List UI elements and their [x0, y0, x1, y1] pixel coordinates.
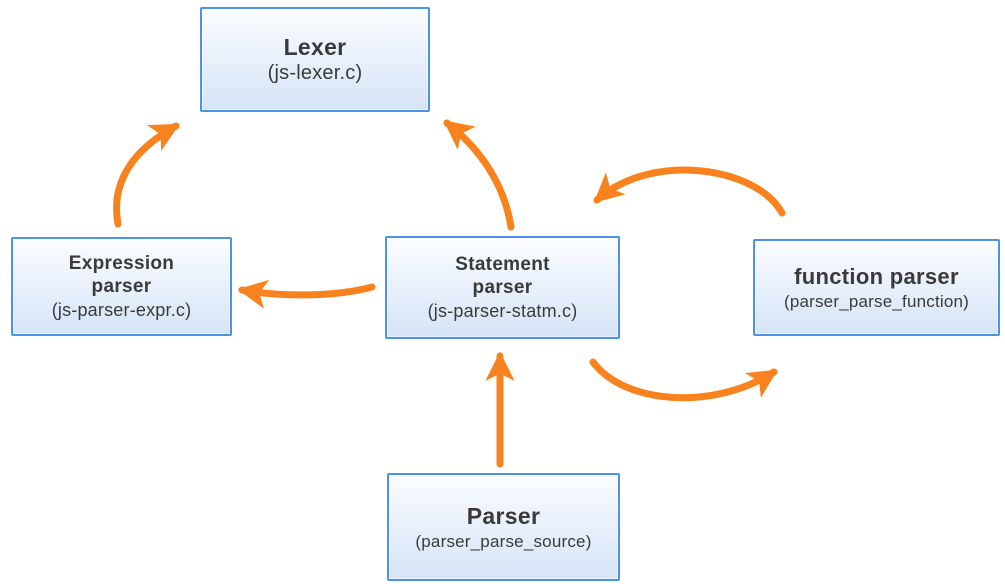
node-lexer: Lexer (js-lexer.c) [200, 7, 430, 112]
node-function-parser-title: function parser [794, 264, 959, 290]
node-expression-parser-title: Expression parser [68, 252, 175, 298]
node-function-parser-subtitle: (parser_parse_function) [783, 291, 970, 311]
edge-statement-parser-to-expression-parser-arrow [237, 279, 376, 309]
node-expression-parser: Expression parser (js-parser-expr.c) [11, 237, 232, 336]
edge-function-parser-to-statement-parser-arrow [593, 166, 786, 217]
edge-statement-parser-to-lexer-arrow [443, 119, 515, 231]
node-expression-parser-subtitle: (js-parser-expr.c) [51, 300, 192, 320]
node-statement-parser: Statement parser (js-parser-statm.c) [385, 236, 620, 339]
node-parser-title: Parser [466, 503, 541, 529]
edge-statement-parser-to-function-parser-arrow [589, 358, 778, 402]
node-lexer-title: Lexer [283, 33, 347, 60]
node-statement-parser-subtitle: (js-parser-statm.c) [427, 301, 578, 321]
edge-expression-parser-to-lexer-arrow [113, 122, 180, 228]
node-lexer-subtitle: (js-lexer.c) [267, 62, 363, 85]
node-parser: Parser (parser_parse_source) [387, 473, 620, 581]
node-statement-parser-title: Statement parser [455, 253, 550, 299]
node-parser-subtitle: (parser_parse_source) [415, 531, 592, 551]
node-function-parser: function parser (parser_parse_function) [753, 239, 1000, 336]
